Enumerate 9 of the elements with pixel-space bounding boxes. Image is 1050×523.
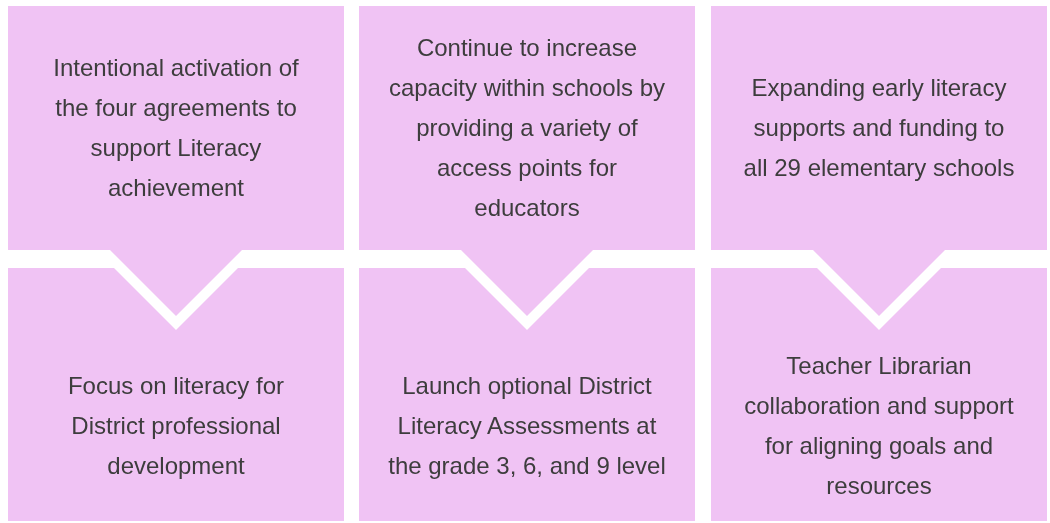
notched-box [8,268,344,521]
notched-box [711,268,1047,521]
box-text: Launch optional District Literacy Assessments at the grade 3, 6, and 9 level [387,370,667,481]
box-text: Intentional activation of the four agreements to support Literacy achievement [52,53,300,203]
box-text: Expanding early literacy supports and funding to all 29 elementary schools [742,73,1016,183]
notched-box [359,268,695,521]
box-text: Focus on literacy for District professional development [66,370,286,481]
box-text: Teacher Librarian collaboration and support for aligning goals and resources [743,350,1015,501]
box-text: Continue to increase capacity within schools by providing a variety of access points for educators [387,33,667,223]
